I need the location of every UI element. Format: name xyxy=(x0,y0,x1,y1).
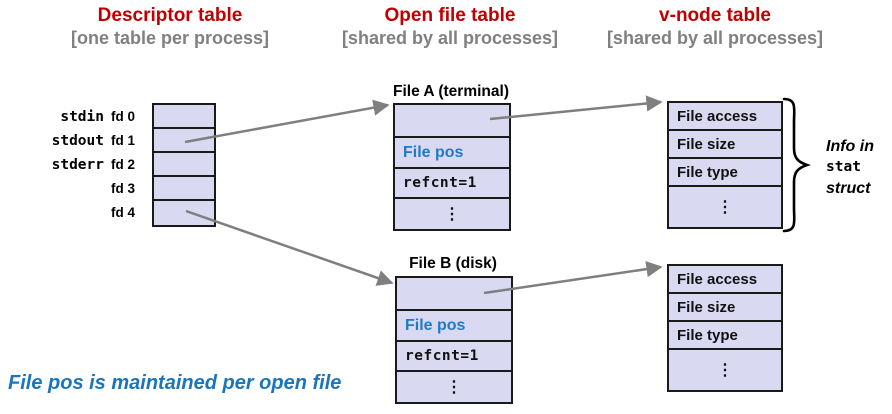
file-a-filepos-cell: File pos xyxy=(395,138,509,169)
fd-label-2: fd 2 xyxy=(111,157,136,172)
fd-label-0: fd 0 xyxy=(111,109,136,124)
stat-struct-annotation: Info in stat struct xyxy=(826,136,874,199)
file-b-filepos-cell: File pos xyxy=(397,311,511,342)
descriptor-cell-fd3 xyxy=(154,177,214,201)
vnode-table-2: File access File size File type ⋮ xyxy=(667,264,783,392)
column-subtitle: [shared by all processes] xyxy=(606,28,824,48)
column-header-descriptor-table: Descriptor table [one table per process] xyxy=(25,5,315,49)
column-title: v-node table xyxy=(659,5,771,26)
annotation-line-info-in: Info in xyxy=(826,138,874,155)
column-title: Open file table xyxy=(384,5,516,26)
footer-note: File pos is maintained per open file xyxy=(8,372,342,394)
column-header-vnode-table: v-node table [shared by all processes] xyxy=(583,5,847,49)
stdout-label: stdout xyxy=(51,133,104,149)
file-a-title: File A (terminal) xyxy=(393,83,509,100)
fd-label-4: fd 4 xyxy=(111,205,136,220)
vnode2-file-size-cell: File size xyxy=(669,294,781,322)
annotation-line-stat: stat xyxy=(826,159,861,175)
file-b-title: File B (disk) xyxy=(409,255,497,272)
open-file-table-b: File pos refcnt=1 ⋮ xyxy=(395,276,513,404)
column-title: Descriptor table xyxy=(97,5,243,26)
file-b-refcnt-cell: refcnt=1 xyxy=(397,342,511,372)
column-header-open-file-table: Open file table [shared by all processes… xyxy=(318,5,582,49)
vnode1-ellipsis-cell: ⋮ xyxy=(717,199,733,216)
descriptor-table xyxy=(152,103,216,227)
descriptor-cell-fd2 xyxy=(154,153,214,177)
fd-label-3: fd 3 xyxy=(111,181,136,196)
fd-label-1: fd 1 xyxy=(111,133,136,148)
stdin-label: stdin xyxy=(60,109,104,125)
vnode1-file-size-cell: File size xyxy=(669,131,781,159)
file-b-ellipsis-cell: ⋮ xyxy=(446,379,462,396)
descriptor-cell-fd0 xyxy=(154,105,214,129)
column-subtitle: [shared by all processes] xyxy=(341,28,559,48)
vnode1-file-access-cell: File access xyxy=(669,103,781,131)
arrow-fd4-to-file-b xyxy=(185,209,394,286)
stderr-label: stderr xyxy=(51,157,104,173)
vnode1-file-type-cell: File type xyxy=(669,159,781,187)
file-a-ellipsis-cell: ⋮ xyxy=(444,206,460,223)
descriptor-cell-fd4 xyxy=(154,201,214,225)
vnode2-file-access-cell: File access xyxy=(669,266,781,294)
vnode-table-1: File access File size File type ⋮ xyxy=(667,101,783,229)
vnode2-ellipsis-cell: ⋮ xyxy=(717,362,733,379)
descriptor-cell-fd1 xyxy=(154,129,214,153)
file-a-pointer-cell xyxy=(395,105,509,138)
file-b-pointer-cell xyxy=(397,278,511,311)
arrow-file-a-to-vnode1 xyxy=(489,95,663,121)
stat-struct-brace-icon xyxy=(782,97,811,233)
annotation-line-struct: struct xyxy=(826,180,871,197)
column-subtitle: [one table per process] xyxy=(70,28,270,48)
file-a-refcnt-cell: refcnt=1 xyxy=(395,169,509,199)
open-file-table-a: File pos refcnt=1 ⋮ xyxy=(393,103,511,231)
vnode2-file-type-cell: File type xyxy=(669,322,781,350)
